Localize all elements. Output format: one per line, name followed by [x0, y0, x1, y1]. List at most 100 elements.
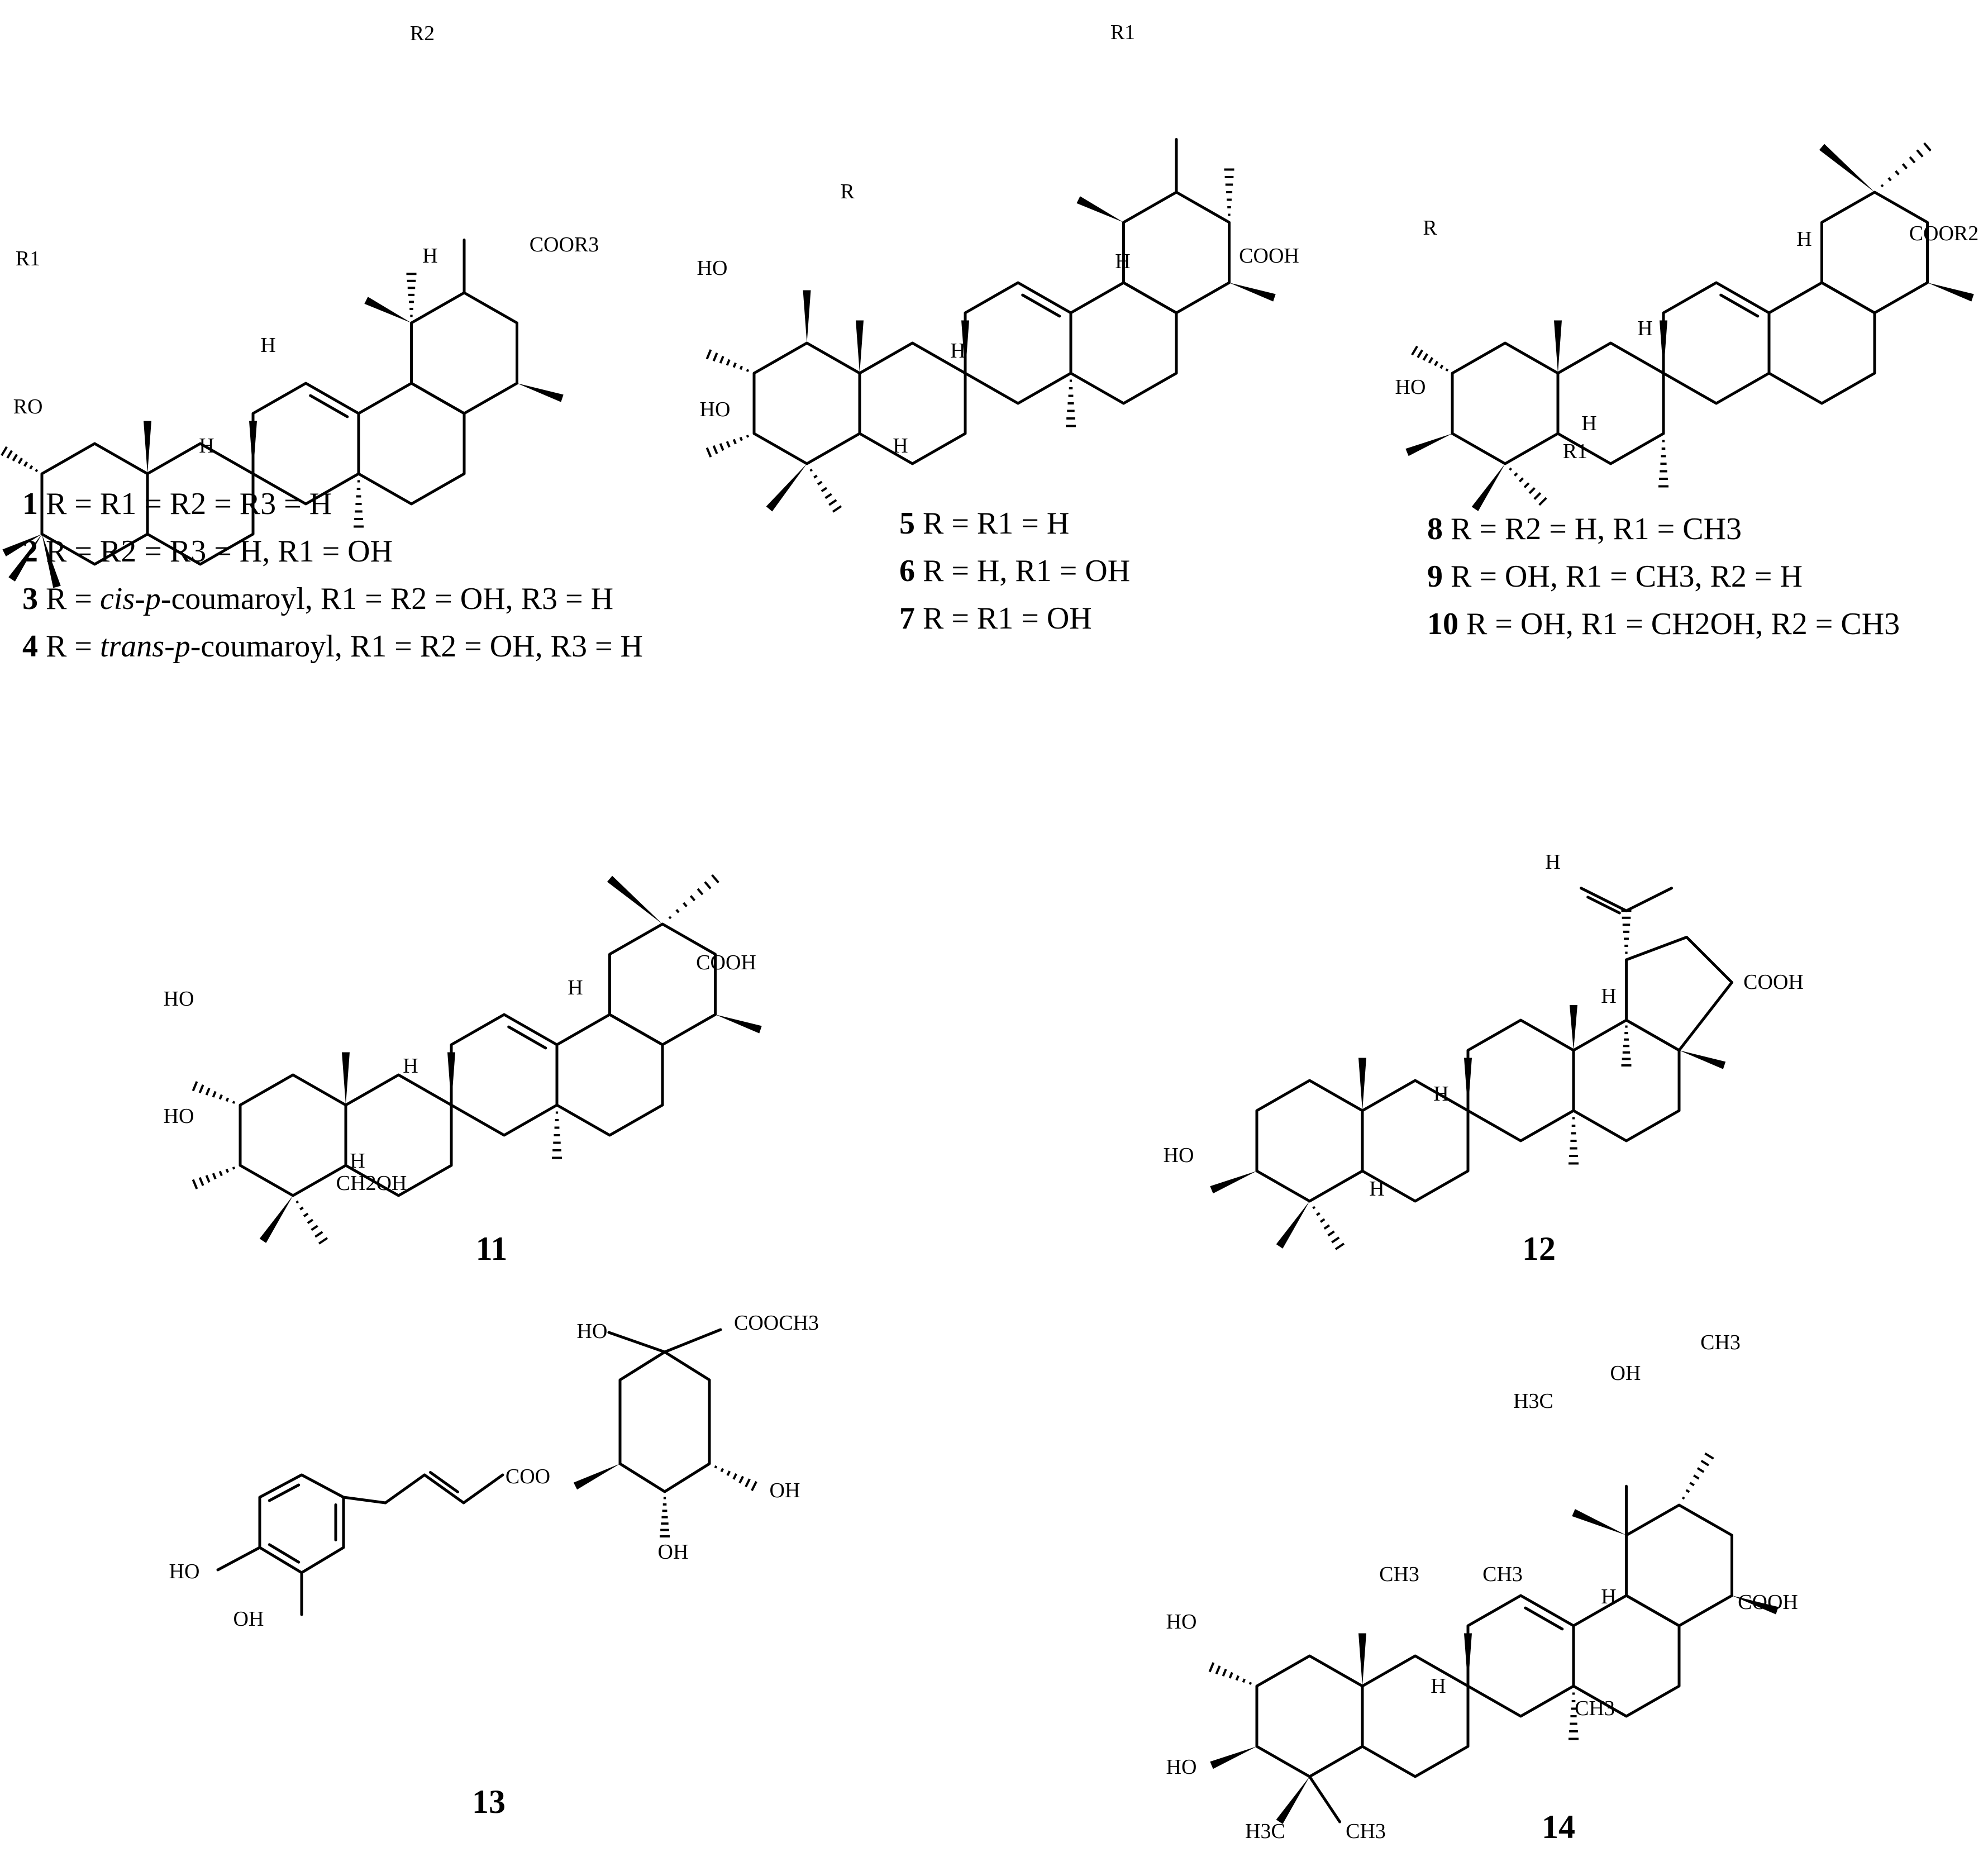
- atom-h: H: [350, 1149, 365, 1173]
- double-bond: [1586, 896, 1621, 915]
- hash-stroke: [705, 349, 712, 360]
- ring-c: [1662, 281, 1771, 405]
- hash-stroke: [295, 1200, 299, 1204]
- hash-stroke: [1880, 184, 1884, 188]
- hash-stroke: [704, 881, 712, 889]
- hash-stroke: [1222, 1668, 1227, 1677]
- wedge-bond: [803, 290, 811, 343]
- hash-stroke: [29, 465, 34, 470]
- atom-ho: HO: [164, 1104, 194, 1128]
- hash-stroke: [12, 454, 18, 461]
- hash-stroke: [35, 469, 39, 473]
- wedge-bond: [1927, 283, 1974, 302]
- compound-number: 1: [22, 487, 46, 521]
- hash-stroke: [299, 1206, 304, 1211]
- wedge-bond: [856, 320, 864, 373]
- wedge-bond: [1076, 196, 1124, 222]
- ring-b: [1361, 1654, 1470, 1778]
- legend-text: R = R1 = H: [923, 506, 1069, 541]
- atom-ch3: CH3: [1700, 1331, 1741, 1354]
- legend-line-1: 1 R = R1 = R2 = R3 = H: [22, 487, 332, 521]
- hash-stroke: [17, 458, 23, 464]
- double-bond: [1524, 1606, 1564, 1631]
- atom-r1: R1: [1110, 21, 1135, 44]
- bond: [462, 1473, 504, 1505]
- atom-coor2: COOR2: [1909, 222, 1979, 245]
- atom-ro: RO: [13, 395, 43, 418]
- hash-bond: [1658, 440, 1668, 488]
- hash-stroke: [726, 1470, 731, 1476]
- hash-stroke: [225, 1168, 229, 1173]
- hash-stroke: [1538, 497, 1547, 506]
- atom-h: H: [1581, 412, 1596, 435]
- wedge-bond: [715, 1015, 762, 1034]
- bond: [1580, 887, 1628, 912]
- ring-d: [1572, 1018, 1681, 1142]
- wedge-bond: [342, 1052, 350, 1105]
- wedge-bond: [1358, 1058, 1366, 1111]
- hash-stroke: [1681, 1496, 1685, 1500]
- ring-d: [1767, 281, 1876, 405]
- atom-h: H: [260, 334, 275, 357]
- structure-13: [216, 1328, 757, 1616]
- hash-bond: [1681, 1452, 1714, 1500]
- wedge-bond: [1464, 1058, 1472, 1111]
- hash-stroke: [218, 1094, 223, 1100]
- hash-stroke: [1428, 357, 1434, 364]
- ring-c: [1466, 1594, 1575, 1718]
- hash-stroke: [1323, 1224, 1331, 1230]
- legend-text: R = R2 = R3 = H, R1 = OH: [46, 534, 393, 569]
- bond: [384, 1473, 426, 1505]
- compound-number: 3: [22, 582, 46, 616]
- hash-stroke: [1523, 482, 1530, 488]
- atom-ch3: CH3: [1575, 1697, 1615, 1720]
- ring-b: [858, 341, 967, 465]
- ring-b: [344, 1073, 453, 1197]
- wedge-bond: [1471, 464, 1505, 511]
- hash-stroke: [1693, 1474, 1700, 1480]
- wedge-bond: [607, 875, 662, 924]
- double-bond: [429, 1471, 459, 1493]
- ring-a: [239, 1073, 347, 1197]
- wedge-bond: [961, 320, 969, 373]
- hash-bond: [1569, 1117, 1579, 1165]
- ring-a: [752, 341, 861, 465]
- legend-text: -coumaroyl, R1 = R2 = OH, R3 = H: [190, 629, 643, 664]
- legend-text: -coumaroyl, R1 = R2 = OH, R3 = H: [161, 582, 613, 616]
- hash-stroke: [1242, 1678, 1246, 1683]
- hash-bond: [1224, 168, 1234, 216]
- hash-stroke: [1895, 170, 1900, 175]
- atom-h: H: [1369, 1177, 1384, 1201]
- hash-stroke: [720, 1468, 724, 1473]
- hash-stroke: [192, 1081, 198, 1092]
- hash-stroke: [303, 1212, 309, 1217]
- hash-stroke: [1327, 1230, 1335, 1237]
- wedge-bond: [447, 1052, 455, 1105]
- wedge-bond: [517, 383, 564, 402]
- ring-e: [608, 922, 717, 1046]
- atom-ho: HO: [1164, 1144, 1194, 1167]
- ring-b: [1556, 341, 1665, 465]
- hash-stroke: [726, 359, 731, 366]
- atom-h: H: [1601, 1585, 1616, 1608]
- double-bond: [1719, 293, 1760, 318]
- hash-stroke: [311, 1225, 318, 1231]
- wedge-bond: [42, 534, 61, 588]
- hash-stroke: [824, 493, 832, 499]
- atom-h: H: [199, 434, 214, 458]
- hash-bond: [552, 1111, 562, 1159]
- hash-stroke: [1689, 1482, 1695, 1487]
- compound-caption: 13: [472, 1783, 506, 1820]
- hash-stroke: [739, 365, 743, 370]
- wedge-bond: [1679, 1050, 1726, 1069]
- hash-stroke: [1509, 467, 1513, 471]
- wedge-bond: [1358, 1633, 1366, 1686]
- hash-stroke: [1700, 1459, 1710, 1467]
- bond: [342, 1496, 387, 1505]
- atom-h: H: [1115, 250, 1130, 273]
- hash-stroke: [1445, 368, 1449, 372]
- hash-stroke: [1518, 477, 1524, 483]
- ring-b: [1361, 1079, 1470, 1203]
- hash-stroke: [1319, 1218, 1326, 1223]
